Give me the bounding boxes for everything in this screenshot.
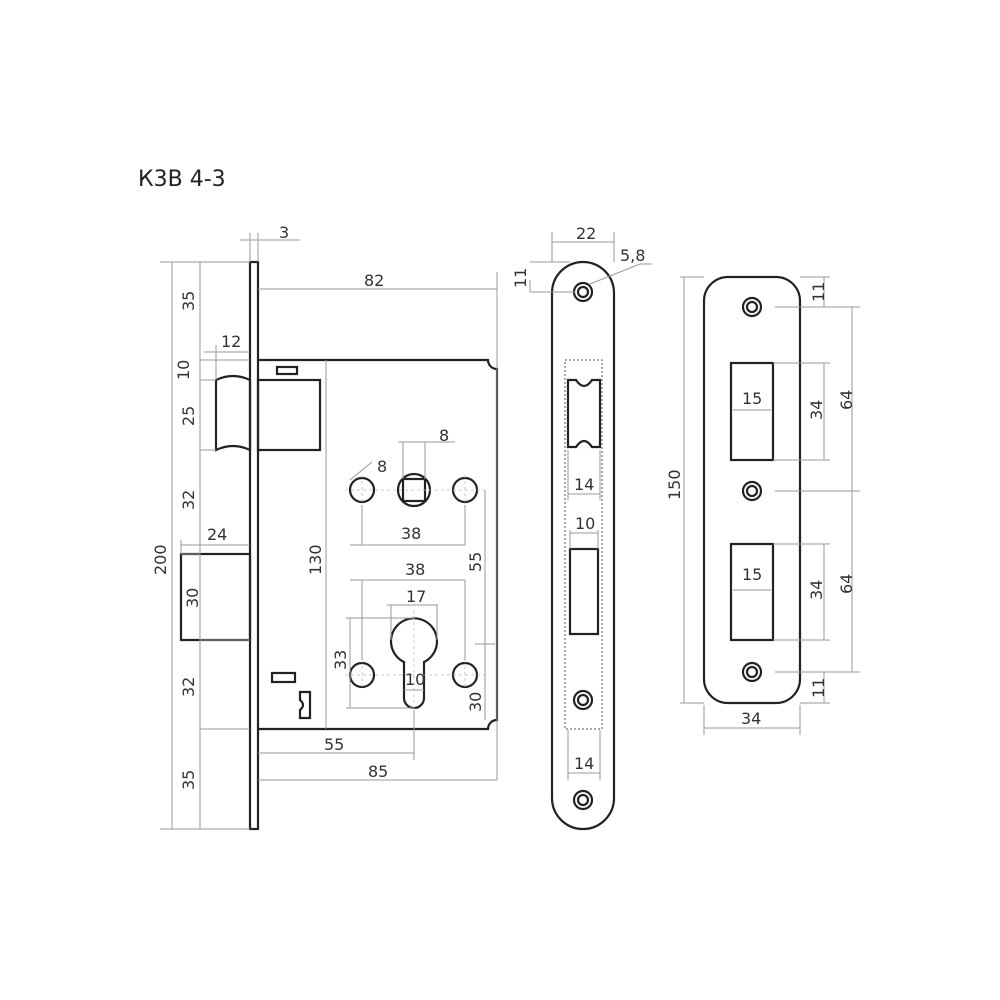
dim-bottom-width: 14 (574, 754, 594, 773)
dim-bottom-offset: 35 (179, 770, 198, 790)
dim-strike-spacing-lower: 64 (837, 574, 856, 594)
dim-deadbolt-projection: 24 (207, 525, 227, 544)
dim-spindle-size: 8 (439, 426, 449, 445)
slot (270, 671, 297, 684)
dim-upper-hole-spacing: 38 (401, 524, 421, 543)
dim-case-depth: 82 (364, 271, 384, 290)
dim-lower-hole-spacing: 38 (405, 560, 425, 579)
screw-hole (741, 480, 763, 502)
dim-strike-spacing-upper: 64 (837, 390, 856, 410)
screw-hole (572, 281, 594, 303)
drawing-title: К3В 4-3 (138, 167, 226, 192)
screw-hole (741, 296, 763, 318)
dim-total-height: 200 (151, 544, 170, 575)
lock-body-view: 3 82 12 35 10 25 32 24 200 30 32 35 130 … (151, 223, 499, 831)
case-outline-hidden (564, 359, 603, 730)
dim-opening-lower-height: 34 (807, 580, 826, 600)
dim-case-height: 130 (306, 544, 325, 575)
dim-cylinder-to-bottom: 30 (466, 692, 485, 712)
dim-overall-depth: 85 (368, 762, 388, 781)
strike-plate-outline (702, 275, 802, 705)
dim-latch-height: 25 (179, 406, 198, 426)
strike-plate-view: 150 11 64 34 15 15 34 64 11 34 (665, 275, 860, 735)
dim-opening-lower-width: 15 (742, 565, 762, 584)
dim-latch-projection: 12 (221, 332, 241, 351)
slot (275, 365, 299, 376)
faceplate-outline (550, 260, 616, 831)
dim-gap-32-lower: 32 (179, 677, 198, 697)
dim-faceplate-thickness: 3 (279, 223, 289, 242)
dim-gap-32-upper: 32 (179, 490, 198, 510)
dim-deadbolt-width: 10 (575, 514, 595, 533)
screw-hole (572, 789, 594, 811)
lock-faceplate (248, 260, 260, 831)
faceplate-view: 22 5,8 11 14 10 14 (511, 224, 652, 831)
dim-backset: 55 (324, 735, 344, 754)
latch-body (256, 378, 322, 452)
screw-hole (572, 689, 594, 711)
dim-strike-top-offset: 11 (809, 282, 828, 302)
notch (298, 690, 312, 720)
dim-faceplate-width: 22 (576, 224, 596, 243)
dim-gap-10: 10 (174, 360, 193, 380)
dim-latch-width: 14 (574, 475, 594, 494)
screw-hole (741, 661, 763, 683)
dim-hole-diameter: 8 (377, 457, 387, 476)
dim-opening-upper-width: 15 (742, 389, 762, 408)
dim-hole-offset: 11 (511, 268, 530, 288)
deadbolt-opening (568, 547, 600, 636)
dim-deadbolt-height: 30 (183, 588, 202, 608)
dim-hole-size: 5,8 (620, 246, 645, 265)
dim-strike-bottom-offset: 11 (809, 678, 828, 698)
dim-opening-upper-height: 34 (807, 400, 826, 420)
dim-top-offset: 35 (179, 291, 198, 311)
dim-cylinder-slot: 10 (405, 670, 425, 689)
strike-opening-lower (729, 542, 775, 642)
dim-cylinder-width: 17 (406, 587, 426, 606)
latch-bolt (214, 374, 252, 452)
dim-strike-width: 34 (741, 709, 761, 728)
dim-spindle-to-cylinder: 55 (466, 552, 485, 572)
strike-opening-upper (729, 361, 775, 462)
latch-opening (566, 378, 602, 449)
dim-strike-height: 150 (665, 469, 684, 500)
dim-cylinder-height: 33 (331, 650, 350, 670)
